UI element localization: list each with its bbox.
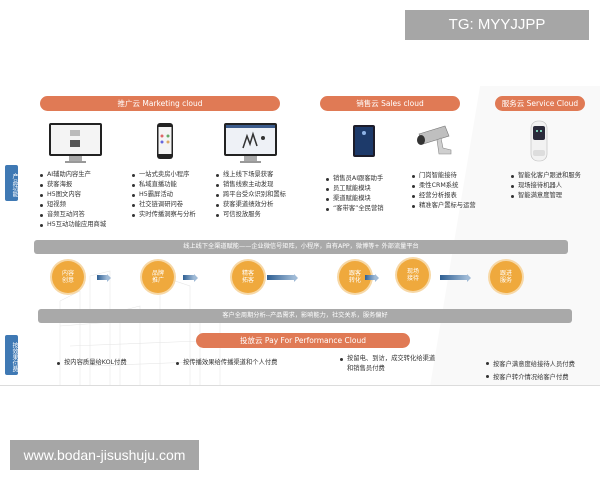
payment-channels: 按传播效果给传播渠道和个人付费 (176, 358, 277, 368)
feature-item: 门岗智能接待 (412, 171, 476, 181)
phone-icon (157, 123, 173, 159)
diagram-slide: 推广云 Marketing cloud 销售云 Sales cloud 服务云 … (0, 86, 600, 386)
feature-item: 现场接待机器人 (511, 181, 581, 191)
payment-kol: 按内容质量给KOL付费 (57, 358, 127, 368)
feature-item: 短视频 (40, 200, 106, 210)
feature-item: 线上线下场景获客 (216, 170, 286, 180)
feature-item: 一站式卖房小程序 (132, 170, 196, 180)
feature-item: 实时传播洞察与分析 (132, 210, 196, 220)
feature-item: H5霸屏活动 (132, 190, 196, 200)
flow-arrow (365, 273, 379, 282)
flow-arrow (97, 273, 111, 282)
watermark-bottom: www.bodan-jisushuju.com (10, 440, 199, 470)
payment-item: 按传播效果给传播渠道和个人付费 (176, 358, 277, 368)
feature-item: 员工赋能模块 (326, 184, 384, 194)
flow-node-onsite-reception: 现场接待 (397, 259, 429, 291)
marketing-cloud-pill: 推广云 Marketing cloud (40, 96, 280, 111)
sales-features-col4: 销售员AI跟客助手 员工赋能模块 渠道赋能模块 “客带客”全民营销 (326, 174, 384, 214)
feature-item: 可信投放服务 (216, 210, 286, 220)
flow-node-acquisition: 精客拓客 (232, 261, 264, 293)
payment-item: 按客户满意度给接待人员付费 (486, 358, 575, 371)
watermark-top: TG: MYYJJPP (405, 10, 589, 40)
feature-item: 私域直播功能 (132, 180, 196, 190)
feature-item: 智能满意度管理 (511, 191, 581, 201)
flow-node-content-creation: 内容创意 (52, 261, 84, 293)
feature-item: 渠道赋能模块 (326, 194, 384, 204)
feature-item: H5互动功能应用商城 (40, 220, 106, 230)
tablet-icon (353, 125, 375, 157)
feature-item: 社交链调研问卷 (132, 200, 196, 210)
channels-band: 线上线下全渠道赋能——企业微信号矩阵，小程序，自有APP，微博等+ 外部流量平台 (34, 240, 568, 254)
monitor-analytics-icon (224, 123, 277, 163)
feature-item: AI辅助内容生产 (40, 170, 106, 180)
feature-item: 精准客户置标与运营 (412, 201, 476, 211)
feature-item: 销售线索主动发现 (216, 180, 286, 190)
sales-features-col5: 门岗智能接待 柔性CRM系统 经营分析报表 精准客户置标与运营 (412, 171, 476, 211)
feature-item: 获客渠道绩效分析 (216, 200, 286, 210)
feature-item: 经营分析报表 (412, 191, 476, 201)
performance-cloud-pill: 投放云 Pay For Performance Cloud (196, 333, 410, 348)
feature-item: 智能化客户跟进和服务 (511, 171, 581, 181)
payment-item: 按内容质量给KOL付费 (57, 358, 127, 368)
sales-cloud-pill: 销售云 Sales cloud (320, 96, 460, 111)
feature-item: “客带客”全民营销 (326, 204, 384, 214)
service-cloud-pill: 服务云 Service Cloud (495, 96, 585, 111)
payment-item: 按留电、到访，成交转化给渠道和销售员付费 (340, 354, 435, 374)
flow-arrow (183, 273, 198, 282)
marketing-features-col2: 一站式卖房小程序 私域直播功能 H5霸屏活动 社交链调研问卷 实时传播洞察与分析 (132, 170, 196, 220)
flow-arrow (440, 273, 471, 282)
customer-analysis-band: 客户全周期分析--产品需求，影响能力，社交关系，服务偏好 (38, 309, 572, 323)
robot-icon (530, 120, 548, 162)
camera-icon (417, 125, 452, 155)
feature-item: 跨平台受众识别和置标 (216, 190, 286, 200)
flow-arrow (267, 273, 298, 282)
feature-item: 柔性CRM系统 (412, 181, 476, 191)
service-features-col6: 智能化客户跟进和服务 现场接待机器人 智能满意度管理 (511, 171, 581, 201)
monitor-content-icon (49, 123, 102, 163)
marketing-features-col3: 线上线下场景获客 销售线索主动发现 跨平台受众识别和置标 获客渠道绩效分析 可信… (216, 170, 286, 220)
flow-node-brand-promotion: 品牌推广 (142, 261, 174, 293)
flow-node-follow-up-service: 跟进服务 (490, 261, 522, 293)
pay-by-effect-tag: 按效果付费 (5, 335, 18, 375)
product-function-tag: 产品功能 (5, 165, 18, 201)
payment-item: 按客户转介情况给客户付费 (486, 371, 575, 384)
feature-item: H5图文内容 (40, 190, 106, 200)
payment-conversion: 按留电、到访，成交转化给渠道和销售员付费 (340, 354, 435, 374)
feature-item: 音频互动问答 (40, 210, 106, 220)
feature-item: 销售员AI跟客助手 (326, 174, 384, 184)
payment-service: 按客户满意度给接待人员付费 按客户转介情况给客户付费 (486, 358, 575, 384)
feature-item: 获客海报 (40, 180, 106, 190)
marketing-features-col1: AI辅助内容生产 获客海报 H5图文内容 短视频 音频互动问答 H5互动功能应用… (40, 170, 106, 230)
